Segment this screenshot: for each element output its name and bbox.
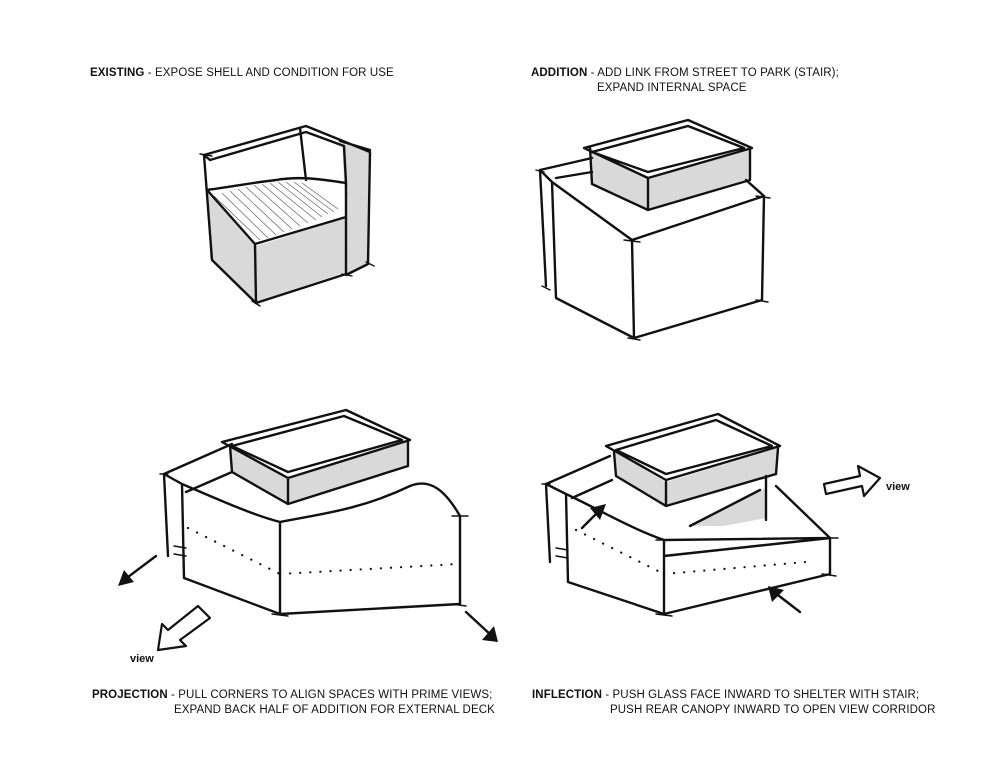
addition-upper-box [582, 118, 754, 212]
addition-lower-block [538, 156, 766, 340]
caption-inflection-text: - PUSH GLASS FACE INWARD TO SHELTER WITH… [602, 689, 920, 701]
projection-corner-arrow-right [464, 610, 494, 638]
projection-corner-ticks [159, 473, 469, 617]
sketch-projection: view [118, 408, 498, 665]
caption-existing-title: EXISTING [90, 67, 145, 79]
projection-box-front [230, 446, 288, 504]
caption-projection-text: - PULL CORNERS TO ALIGN SPACES WITH PRIM… [167, 689, 493, 701]
projection-corner-arrowhead-left [118, 570, 134, 586]
inflection-upper-box [604, 412, 782, 528]
inflection-lower-block [544, 454, 832, 616]
projection-corner-arrowhead-right [482, 626, 498, 642]
addition-corner-ticks [535, 169, 771, 341]
sketch-inflection: view [541, 412, 910, 617]
addition-box-front [590, 148, 648, 210]
caption-inflection-title: INFLECTION [532, 689, 602, 701]
caption-addition-title: ADDITION [531, 67, 588, 79]
addition-box-right [648, 150, 750, 210]
inflection-dotted-line-right [662, 560, 808, 576]
existing-corner-ticks [199, 153, 375, 307]
inflection-view-label: view [886, 481, 910, 493]
inflection-canopy-arrowhead [768, 586, 784, 602]
projection-dotted-line-left [186, 526, 282, 576]
projection-view-arrow [156, 604, 212, 652]
projection-corner-arrow-left [122, 554, 158, 582]
existing-left-face [207, 192, 256, 302]
inflection-dotted-line-left [574, 528, 666, 576]
caption-projection-text-2: EXPAND BACK HALF OF ADDITION FOR EXTERNA… [174, 704, 495, 716]
projection-lower-block [162, 442, 462, 616]
inflection-corner-ticks [541, 483, 839, 617]
caption-projection-title: PROJECTION [92, 689, 168, 701]
projection-upper-box [220, 408, 412, 506]
existing-front-face [256, 218, 346, 302]
inflection-box-front [614, 452, 666, 506]
projection-view-label: view [130, 653, 154, 665]
caption-addition-text-2: EXPAND INTERNAL SPACE [597, 82, 747, 94]
projection-box-right [288, 440, 408, 504]
caption-addition: ADDITION - ADD LINK FROM STREET TO PARK … [531, 66, 839, 96]
existing-back-wall [342, 142, 370, 274]
inflection-stair-arrowhead [590, 504, 606, 520]
caption-inflection-text-2: PUSH REAR CANOPY INWARD TO OPEN VIEW COR… [610, 704, 936, 716]
existing-shell-outline [202, 124, 372, 305]
caption-inflection: INFLECTION - PUSH GLASS FACE INWARD TO S… [532, 688, 935, 718]
caption-addition-text: - ADD LINK FROM STREET TO PARK (STAIR); [587, 67, 839, 79]
inflection-glass-face [666, 448, 778, 506]
sketch-addition [535, 118, 771, 341]
existing-floor-hatch [213, 181, 339, 241]
caption-existing-text: - EXPOSE SHELL AND CONDITION FOR USE [144, 67, 394, 79]
sketch-existing [199, 124, 375, 307]
caption-existing: EXISTING - EXPOSE SHELL AND CONDITION FO… [90, 66, 394, 81]
caption-projection: PROJECTION - PULL CORNERS TO ALIGN SPACE… [92, 688, 495, 718]
inflection-view-arrow [822, 464, 882, 498]
projection-dotted-line-right [278, 562, 460, 576]
